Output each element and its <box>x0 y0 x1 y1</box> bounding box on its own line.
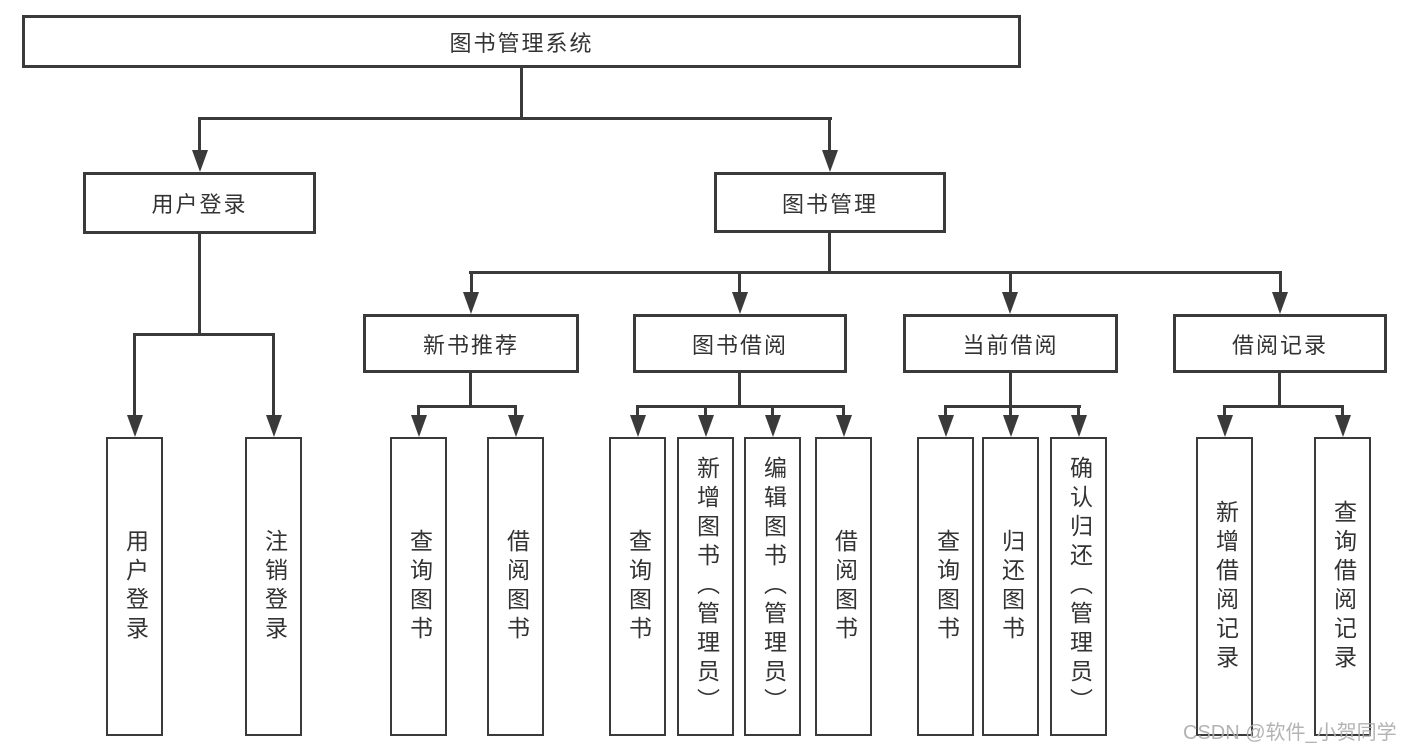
connector-line <box>944 405 1081 408</box>
node-leaf-br-add-record-label: 新增借阅记录 <box>1212 499 1239 674</box>
arrowhead-down-icon <box>732 292 748 314</box>
connector-line <box>1009 271 1012 294</box>
arrowhead-down-icon <box>1071 415 1087 437</box>
arrowhead-down-icon <box>508 415 524 437</box>
connector-line <box>1223 405 1226 417</box>
node-leaf-bb-edit-books-admin: 编辑图书（管理员） <box>744 437 801 736</box>
node-book-management: 图书管理 <box>714 172 946 233</box>
arrowhead-down-icon <box>192 150 208 172</box>
arrowhead-down-icon <box>1335 415 1351 437</box>
connector-line <box>738 271 741 294</box>
node-leaf-nb-borrow-books-label: 借阅图书 <box>503 528 530 645</box>
node-leaf-bb-query-books-label: 查询图书 <box>625 528 652 645</box>
connector-line <box>470 271 473 294</box>
node-leaf-bb-query-books: 查询图书 <box>609 437 666 736</box>
arrowhead-down-icon <box>765 415 781 437</box>
node-leaf-br-query-record: 查询借阅记录 <box>1314 437 1371 736</box>
connector-line <box>198 234 201 336</box>
connector-line <box>1279 271 1282 294</box>
connector-line <box>1009 373 1012 408</box>
connector-line <box>198 117 201 154</box>
arrowhead-down-icon <box>1002 292 1018 314</box>
node-leaf-bb-add-books-admin: 新增图书（管理员） <box>677 437 734 736</box>
connector-line <box>520 66 523 119</box>
connector-line <box>417 405 517 408</box>
node-leaf-br-add-record: 新增借阅记录 <box>1196 437 1253 736</box>
node-leaf-user-login-label: 用户登录 <box>122 528 149 645</box>
node-current-borrowing: 当前借阅 <box>903 314 1118 373</box>
node-user-login-label: 用户登录 <box>151 192 248 217</box>
csdn-watermark: CSDN @软件_小贺同学 <box>1183 722 1397 744</box>
node-root: 图书管理系统 <box>22 15 1021 68</box>
node-borrowing-records-label: 借阅记录 <box>1231 332 1328 358</box>
node-leaf-cb-query-books: 查询图书 <box>917 437 974 736</box>
connector-line <box>1009 405 1012 417</box>
node-leaf-bb-edit-books-admin-label: 编辑图书（管理员） <box>760 456 787 717</box>
node-leaf-bb-borrow-books: 借阅图书 <box>815 437 872 736</box>
node-leaf-cb-return-books: 归还图书 <box>982 437 1039 736</box>
arrowhead-down-icon <box>127 415 143 437</box>
node-leaf-nb-query-books-label: 查询图书 <box>406 528 433 645</box>
node-leaf-nb-query-books: 查询图书 <box>390 437 447 736</box>
connector-line <box>636 405 639 417</box>
node-leaf-bb-add-books-admin-label: 新增图书（管理员） <box>693 456 720 717</box>
node-borrowing-records: 借阅记录 <box>1173 314 1387 373</box>
node-leaf-br-query-record-label: 查询借阅记录 <box>1330 499 1357 674</box>
node-leaf-cb-confirm-return-admin-label: 确认归还（管理员） <box>1066 456 1093 717</box>
node-leaf-bb-borrow-books-label: 借阅图书 <box>831 528 858 645</box>
connector-line <box>828 117 831 154</box>
arrowhead-down-icon <box>1217 415 1233 437</box>
node-new-book-recommend-label: 新书推荐 <box>422 332 519 358</box>
node-book-borrowing-label: 图书借阅 <box>691 332 788 358</box>
connector-line <box>944 405 947 417</box>
connector-line <box>704 405 707 417</box>
connector-line <box>842 405 845 417</box>
connector-line <box>636 405 845 408</box>
node-new-book-recommend: 新书推荐 <box>363 314 579 373</box>
connector-line <box>1278 373 1281 408</box>
connector-line <box>828 233 831 274</box>
arrowhead-down-icon <box>1003 415 1019 437</box>
connector-line <box>469 373 472 408</box>
connector-line <box>469 271 1282 274</box>
arrowhead-down-icon <box>938 415 954 437</box>
connector-line <box>133 333 136 417</box>
connector-line <box>417 405 420 417</box>
node-book-borrowing: 图书借阅 <box>633 314 847 373</box>
node-book-management-label: 图书管理 <box>781 191 878 217</box>
node-leaf-user-login: 用户登录 <box>106 437 163 736</box>
node-leaf-nb-borrow-books: 借阅图书 <box>487 437 544 736</box>
node-leaf-cb-confirm-return-admin: 确认归还（管理员） <box>1050 437 1107 736</box>
arrowhead-down-icon <box>698 415 714 437</box>
arrowhead-down-icon <box>463 292 479 314</box>
connector-line <box>1223 405 1344 408</box>
node-leaf-logout-login: 注销登录 <box>245 437 302 736</box>
arrowhead-down-icon <box>630 415 646 437</box>
connector-line <box>771 405 774 417</box>
arrowhead-down-icon <box>836 415 852 437</box>
node-current-borrowing-label: 当前借阅 <box>962 332 1059 358</box>
node-leaf-logout-login-label: 注销登录 <box>261 528 288 645</box>
arrowhead-down-icon <box>411 415 427 437</box>
connector-line <box>738 373 741 408</box>
node-leaf-cb-return-books-label: 归还图书 <box>998 528 1025 645</box>
arrowhead-down-icon <box>266 415 282 437</box>
connector-line <box>1341 405 1344 417</box>
arrowhead-down-icon <box>822 150 838 172</box>
connector-line <box>198 117 832 120</box>
connector-line <box>1077 405 1080 417</box>
connector-line <box>514 405 517 417</box>
connector-line <box>272 333 275 417</box>
node-user-login: 用户登录 <box>83 172 316 234</box>
arrowhead-down-icon <box>1272 292 1288 314</box>
node-root-label: 图书管理系统 <box>449 30 594 56</box>
connector-line <box>133 333 275 336</box>
node-leaf-cb-query-books-label: 查询图书 <box>933 528 960 645</box>
